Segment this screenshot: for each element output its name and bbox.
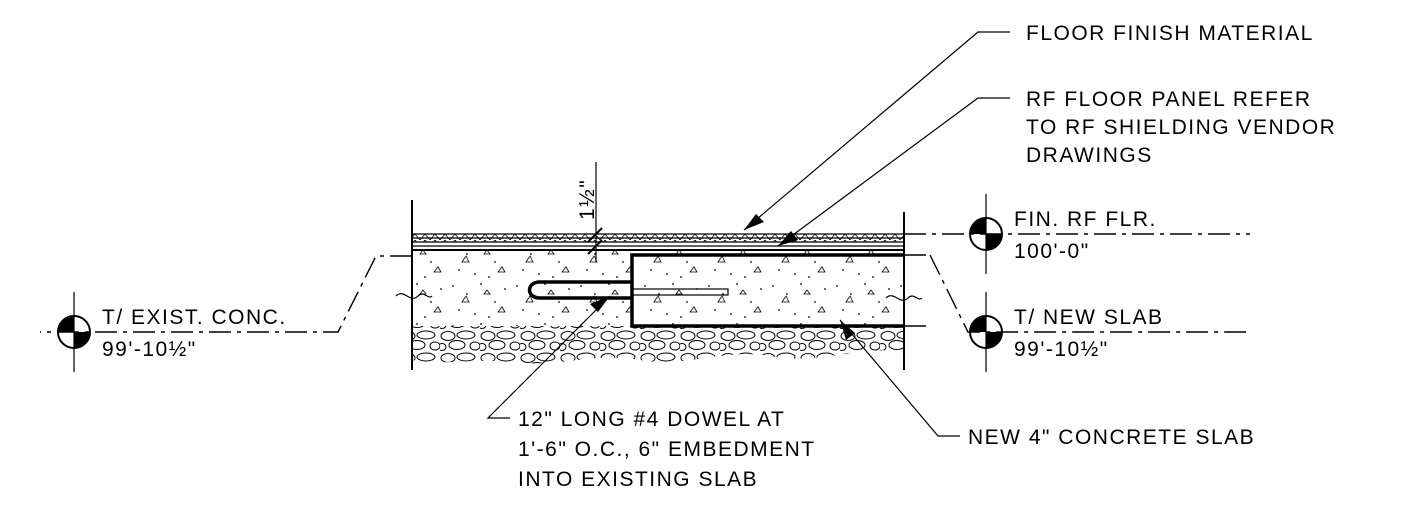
gravel-base	[412, 326, 904, 364]
elevation-marker-t-new-slab	[969, 292, 1003, 372]
note-rf-panel-line-3: DRAWINGS	[1026, 144, 1153, 167]
note-floor-finish: FLOOR FINISH MATERIAL	[1026, 22, 1314, 45]
concrete-fill	[412, 250, 904, 326]
elevation-value-t-exist-conc: 99'-10½"	[102, 338, 197, 361]
note-dowel-line-1: 12" LONG #4 DOWEL AT	[518, 408, 785, 431]
elevation-value-t-new-slab: 99'-10½"	[1014, 338, 1109, 361]
note-dowel-line-2: 1'-6" O.C., 6" EMBEDMENT	[518, 438, 816, 461]
leader-lines	[486, 31, 1010, 437]
elevation-label-fin-rf-flr: FIN. RF FLR.	[1014, 208, 1157, 231]
note-new-slab: NEW 4" CONCRETE SLAB	[968, 426, 1255, 449]
dimension-thickness: 1½"	[576, 179, 599, 220]
slab-section	[395, 162, 923, 370]
dowel-bar	[527, 280, 632, 300]
note-rf-panel-line-2: TO RF SHIELDING VENDOR	[1026, 116, 1336, 139]
elevation-value-fin-rf-flr: 100'-0"	[1014, 240, 1090, 263]
elevation-label-t-exist-conc: T/ EXIST. CONC.	[102, 306, 287, 329]
note-rf-panel-line-1: RF FLOOR PANEL REFER	[1026, 88, 1312, 111]
elevation-marker-fin-rf-flr	[969, 194, 1003, 274]
elevation-marker-t-exist-conc	[57, 292, 91, 372]
note-dowel-line-3: INTO EXISTING SLAB	[518, 468, 758, 491]
elevation-label-t-new-slab: T/ NEW SLAB	[1014, 306, 1164, 329]
